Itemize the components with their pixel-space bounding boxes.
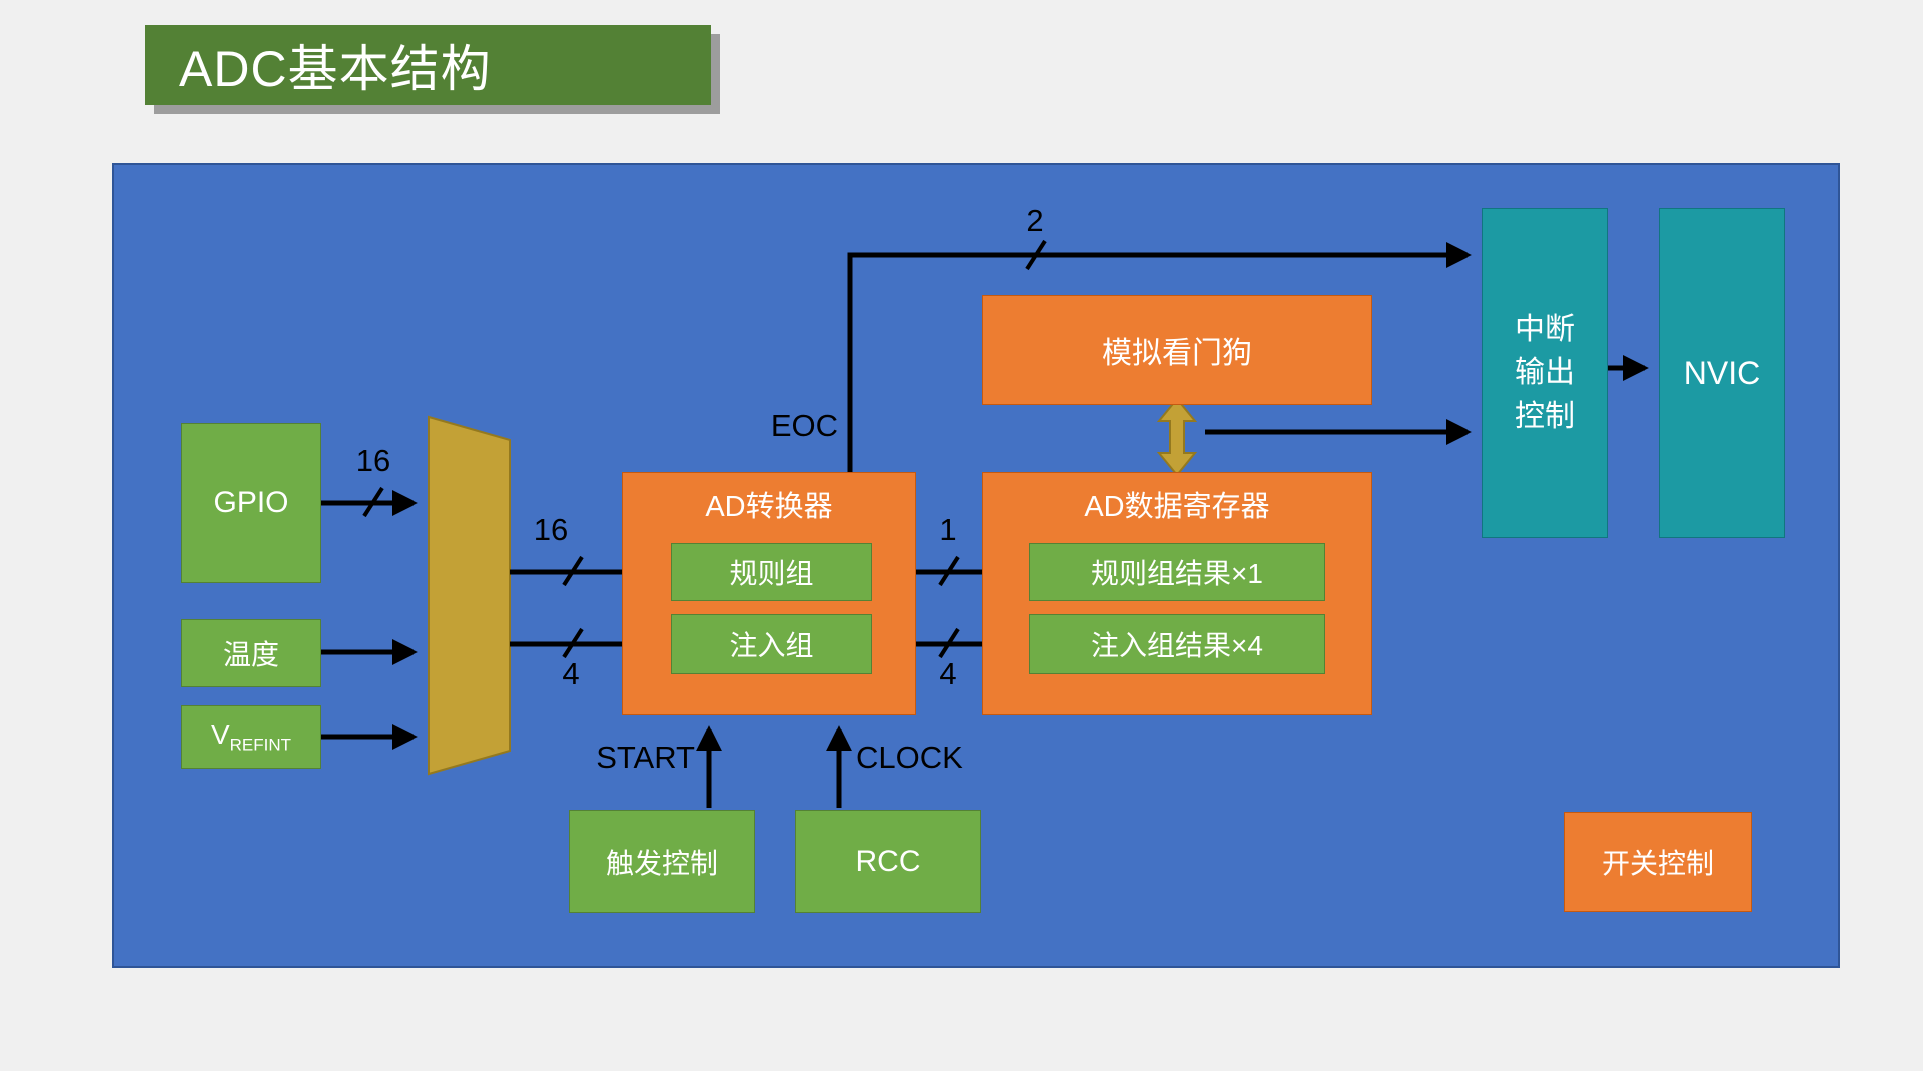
start-signal-label: START bbox=[596, 740, 695, 775]
regular-result-label: 规则组结果×1 bbox=[1091, 558, 1263, 589]
bus-width-injected-in: 4 bbox=[562, 656, 580, 691]
bus-width-gpio: 16 bbox=[355, 443, 391, 478]
injected-result-label: 注入组结果×4 bbox=[1091, 630, 1263, 661]
rcc-box: RCC bbox=[795, 810, 981, 913]
switch-control-label: 开关控制 bbox=[1601, 848, 1714, 879]
bus-width-injected-out: 4 bbox=[939, 656, 957, 691]
injected-group-box: 注入组 bbox=[671, 614, 872, 674]
injected-group-label: 注入组 bbox=[729, 630, 814, 661]
interrupt-line2: 输出 bbox=[1515, 356, 1575, 390]
vrefint-label: VREFINT bbox=[211, 719, 291, 756]
temperature-label: 温度 bbox=[222, 639, 279, 670]
gpio-box: GPIO bbox=[181, 423, 321, 583]
regular-group-box: 规则组 bbox=[671, 543, 872, 601]
ad-converter-title: AD转换器 bbox=[705, 491, 833, 523]
eoc-signal-label: EOC bbox=[770, 408, 838, 443]
analog-watchdog-label: 模拟看门狗 bbox=[1102, 337, 1252, 370]
ad-data-register-title: AD数据寄存器 bbox=[1084, 491, 1270, 523]
vref-main-text: V bbox=[210, 718, 230, 750]
injected-result-box: 注入组结果×4 bbox=[1029, 614, 1325, 674]
vref-sub-text: REFINT bbox=[229, 735, 292, 755]
trigger-control-label: 触发控制 bbox=[605, 847, 718, 879]
interrupt-line3: 控制 bbox=[1515, 399, 1575, 433]
bus-width-eoc: 2 bbox=[1026, 203, 1044, 238]
regular-result-box: 规则组结果×1 bbox=[1029, 543, 1325, 601]
interrupt-control-label: 中断 输出 控制 bbox=[1515, 308, 1575, 439]
gpio-label: GPIO bbox=[213, 486, 289, 519]
regular-group-label: 规则组 bbox=[729, 558, 814, 589]
bus-width-regular-in: 16 bbox=[533, 512, 569, 547]
trigger-control-box: 触发控制 bbox=[569, 810, 755, 913]
analog-watchdog-box: 模拟看门狗 bbox=[982, 295, 1372, 405]
nvic-box: NVIC bbox=[1659, 208, 1785, 538]
bus-width-regular-out: 1 bbox=[939, 512, 957, 547]
temperature-box: 温度 bbox=[181, 619, 321, 687]
interrupt-line1: 中断 bbox=[1515, 312, 1575, 346]
rcc-label: RCC bbox=[855, 844, 921, 878]
clock-signal-label: CLOCK bbox=[856, 740, 963, 775]
page-title: ADC基本结构 bbox=[145, 25, 711, 105]
switch-control-box: 开关控制 bbox=[1564, 812, 1752, 912]
vrefint-box: VREFINT bbox=[181, 705, 321, 769]
nvic-label: NVIC bbox=[1683, 354, 1761, 391]
interrupt-control-box: 中断 输出 控制 bbox=[1482, 208, 1608, 538]
